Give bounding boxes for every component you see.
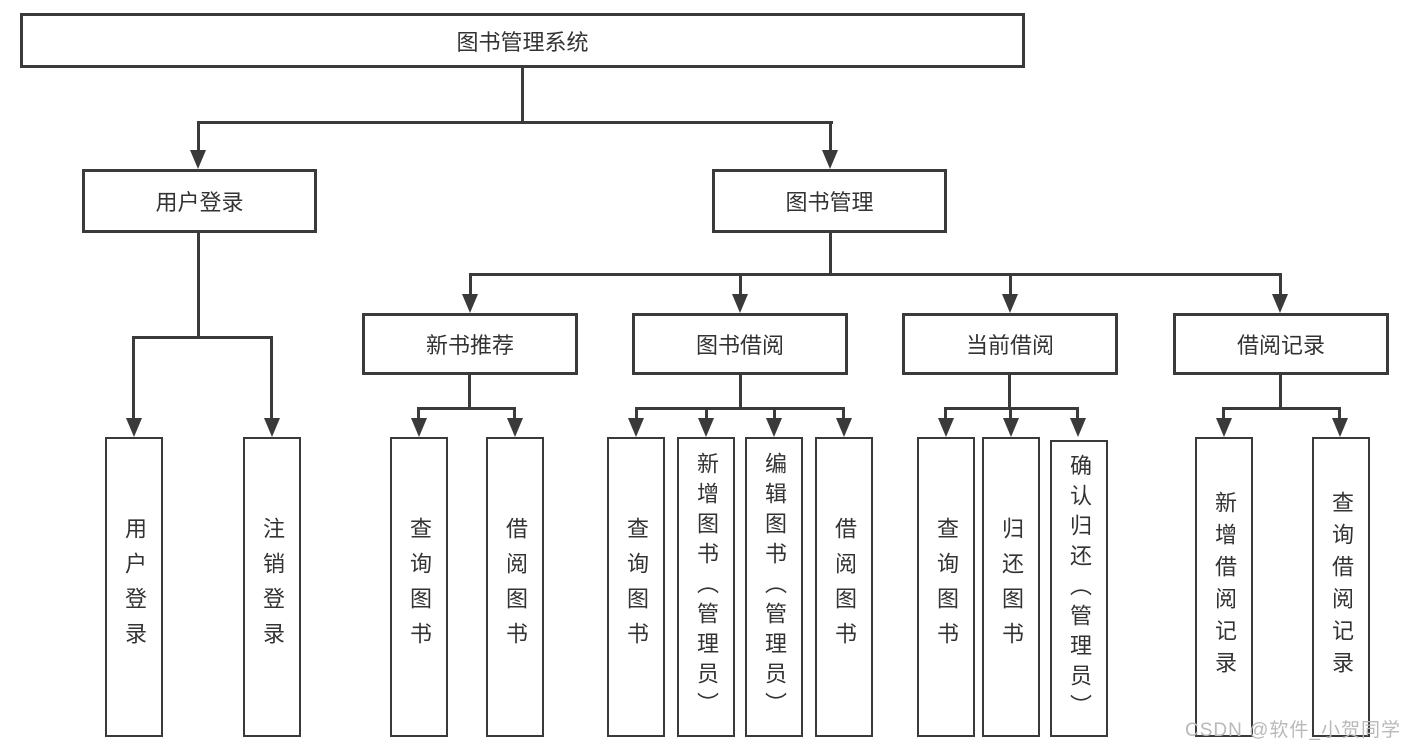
connector-line	[705, 407, 708, 419]
leaf-query-book-1-label: 查询图书	[407, 517, 432, 657]
leaf-query-borrow-record: 查询借阅记录	[1312, 437, 1370, 737]
connector-line	[1008, 375, 1011, 407]
connector-line	[197, 233, 200, 336]
arrow-down-icon	[836, 418, 852, 437]
connector-line	[417, 407, 420, 419]
leaf-add-borrow-record-label: 新增借阅记录	[1212, 491, 1237, 683]
arrow-down-icon	[628, 418, 644, 437]
node-root: 图书管理系统	[20, 13, 1025, 68]
arrow-down-icon	[462, 294, 478, 313]
connector-line	[469, 273, 472, 295]
arrow-down-icon	[822, 150, 838, 169]
connector-line	[1076, 407, 1079, 419]
leaf-query-borrow-record-label: 查询借阅记录	[1329, 491, 1354, 683]
arrow-down-icon	[1002, 294, 1018, 313]
leaf-return-book-label: 归还图书	[999, 517, 1024, 657]
leaf-add-book-admin: 新增图书（管理员）	[677, 437, 735, 737]
node-borrow-record: 借阅记录	[1173, 313, 1389, 375]
leaf-borrow-book-1: 借阅图书	[486, 437, 544, 737]
csdn-watermark: CSDN @软件_小贺同学	[1185, 720, 1401, 741]
node-borrow-record-label: 借阅记录	[1236, 333, 1325, 358]
arrow-down-icon	[1216, 418, 1232, 437]
connector-line	[513, 407, 516, 419]
arrow-down-icon	[1272, 294, 1288, 313]
node-user-login: 用户登录	[82, 169, 317, 233]
leaf-confirm-return-admin-label: 确认归还（管理员）	[1067, 453, 1092, 724]
leaf-edit-book-admin: 编辑图书（管理员）	[745, 437, 803, 737]
leaf-query-book-3: 查询图书	[917, 437, 975, 737]
node-book-manage-label: 图书管理	[785, 190, 874, 215]
connector-line	[739, 273, 742, 295]
arrow-down-icon	[126, 418, 142, 437]
leaf-user-login-label: 用户登录	[122, 517, 147, 657]
connector-line	[1009, 407, 1012, 419]
node-root-label: 图书管理系统	[456, 29, 589, 55]
node-book-manage: 图书管理	[712, 169, 947, 233]
arrow-down-icon	[732, 294, 748, 313]
leaf-query-book-2-label: 查询图书	[624, 517, 649, 657]
arrow-down-icon	[766, 418, 782, 437]
connector-line	[1279, 375, 1282, 407]
connector-line	[468, 375, 471, 407]
connector-line	[132, 336, 135, 419]
arrow-down-icon	[190, 150, 206, 169]
connector-line	[1279, 273, 1282, 295]
node-book-borrow: 图书借阅	[632, 313, 848, 375]
arrow-down-icon	[411, 418, 427, 437]
leaf-user-login: 用户登录	[105, 437, 163, 737]
leaf-borrow-book-2: 借阅图书	[815, 437, 873, 737]
node-current-borrow-label: 当前借阅	[965, 333, 1054, 358]
node-new-book-label: 新书推荐	[425, 333, 514, 358]
leaf-add-borrow-record: 新增借阅记录	[1195, 437, 1253, 737]
arrow-down-icon	[264, 418, 280, 437]
arrow-down-icon	[1332, 418, 1348, 437]
connector-line	[1338, 407, 1341, 419]
leaf-query-book-2: 查询图书	[607, 437, 665, 737]
node-book-borrow-label: 图书借阅	[695, 333, 784, 358]
connector-line	[197, 121, 833, 124]
connector-line	[469, 273, 1282, 276]
connector-line	[944, 407, 947, 419]
node-user-login-label: 用户登录	[155, 190, 244, 215]
connector-line	[1009, 273, 1012, 295]
leaf-add-book-admin-label: 新增图书（管理员）	[694, 452, 719, 722]
connector-line	[197, 121, 200, 151]
connector-line	[1222, 407, 1225, 419]
connector-line	[132, 336, 273, 339]
leaf-query-book-3-label: 查询图书	[934, 517, 959, 657]
connector-line	[842, 407, 845, 419]
arrow-down-icon	[1003, 418, 1019, 437]
connector-line	[270, 336, 273, 419]
connector-line	[829, 121, 832, 151]
connector-line	[773, 407, 776, 419]
arrow-down-icon	[507, 418, 523, 437]
arrow-down-icon	[938, 418, 954, 437]
arrow-down-icon	[1070, 418, 1086, 437]
connector-line	[417, 407, 516, 410]
leaf-query-book-1: 查询图书	[390, 437, 448, 737]
leaf-borrow-book-2-label: 借阅图书	[832, 517, 857, 657]
leaf-logout-label: 注销登录	[260, 517, 285, 657]
connector-line	[739, 375, 742, 407]
connector-line	[635, 407, 638, 419]
connector-line	[1222, 407, 1341, 410]
leaf-borrow-book-1-label: 借阅图书	[503, 517, 528, 657]
leaf-return-book: 归还图书	[982, 437, 1040, 737]
connector-line	[521, 68, 524, 121]
leaf-confirm-return-admin: 确认归还（管理员）	[1050, 440, 1108, 737]
connector-line	[829, 233, 832, 273]
leaf-edit-book-admin-label: 编辑图书（管理员）	[762, 452, 787, 722]
node-current-borrow: 当前借阅	[902, 313, 1118, 375]
leaf-logout: 注销登录	[243, 437, 301, 737]
node-new-book: 新书推荐	[362, 313, 578, 375]
arrow-down-icon	[698, 418, 714, 437]
connector-line	[635, 407, 845, 410]
